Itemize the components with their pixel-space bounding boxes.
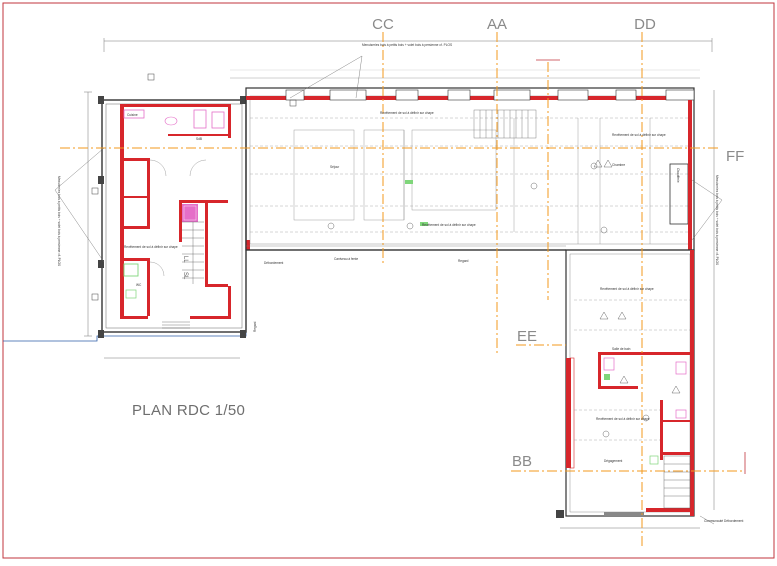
main-building (245, 87, 695, 251)
west-building (98, 96, 250, 338)
note-communaute: Communauté Débordement (704, 519, 743, 523)
slab-note-b: Revêtement de sol à définir sur chape (422, 223, 476, 227)
section-label-dd: DD (634, 16, 656, 33)
slab-note-f: Revêtement de sol à définir sur chape (380, 111, 434, 115)
section-label-ff: FF (726, 148, 744, 165)
room-cuisine: Cuisine (127, 113, 138, 117)
service-line (3, 249, 567, 358)
slab-note-a: Revêtement de sol à définir sur chape (124, 245, 178, 249)
section-label-bb: BB (512, 453, 532, 470)
slab-note-d: Revêtement de sol à définir sur chape (600, 287, 654, 291)
note-top: Menuiseries bois à petits bois + volet b… (362, 43, 452, 47)
room-ll: LL (182, 256, 188, 263)
room-sl: SL (182, 272, 188, 280)
room-degagement: Dégagement (604, 459, 622, 463)
plan-title: PLAN RDC 1/50 (132, 402, 245, 419)
room-sdb: Salle de bain (612, 347, 631, 351)
sheet-frame (2, 2, 775, 559)
room-sdb-small: SdB (196, 137, 202, 141)
room-chambre: Chambre (612, 163, 625, 167)
room-wc: WC (136, 283, 142, 287)
section-label-aa: AA (487, 16, 507, 33)
slab-note-e: Revêtement de sol à définir sur chape (596, 417, 650, 421)
section-lines (60, 32, 745, 548)
south-east-wing (556, 249, 695, 518)
note-regard-west: Regard (253, 321, 257, 332)
section-label-cc: CC (372, 16, 394, 33)
slab-note-c: Revêtement de sol à définir sur chape (612, 133, 666, 137)
note-east: Menuiseries bois à petits bois + volet b… (715, 175, 719, 265)
note-regard-mid: Regard (458, 259, 469, 263)
section-label-ee: EE (517, 328, 537, 345)
note-caniveau: Caniveau à fente (334, 257, 358, 261)
room-sejour: Séjour (330, 165, 340, 169)
note-debordement: Débordement (264, 261, 283, 265)
note-west: Menuiseries bois à petits bois + volet b… (57, 176, 61, 266)
note-chaufferie: Chaufferie (676, 168, 680, 183)
